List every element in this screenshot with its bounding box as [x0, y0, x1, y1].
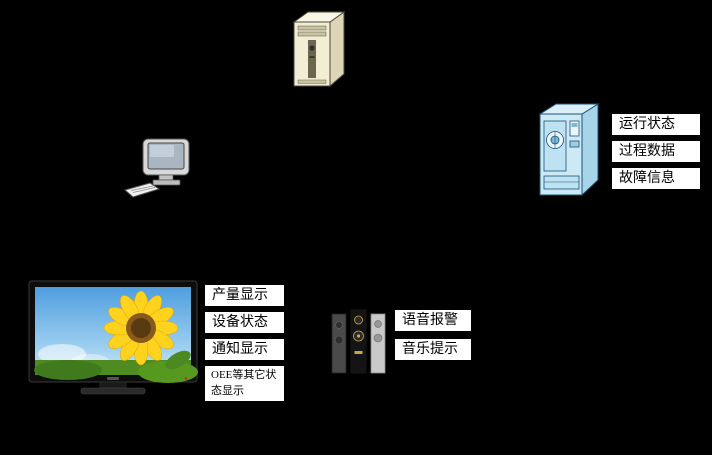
label-text: 音乐提示	[402, 342, 458, 357]
label-text: 产量显示	[212, 288, 268, 303]
label-running-status: 运行状态	[611, 113, 701, 136]
label-text: 故障信息	[619, 171, 675, 186]
label-voice-alarm: 语音报警	[394, 309, 472, 332]
label-oee-other-status: OEE等其它状态显示	[204, 365, 285, 402]
label-process-data: 过程数据	[611, 140, 701, 163]
label-text: 过程数据	[619, 144, 675, 159]
label-text: 语音报警	[402, 313, 458, 328]
label-equipment-status: 设备状态	[204, 311, 285, 334]
tv-display-icon	[28, 280, 198, 398]
server-tower-icon	[288, 8, 348, 88]
industrial-machine-icon	[532, 102, 602, 198]
label-notification-display: 通知显示	[204, 338, 285, 361]
desktop-computer-icon	[123, 137, 195, 199]
speakers-icon	[330, 307, 388, 377]
label-text: 设备状态	[212, 315, 268, 330]
label-text: 运行状态	[619, 117, 675, 132]
label-production-display: 产量显示	[204, 284, 285, 307]
label-music-prompt: 音乐提示	[394, 338, 472, 361]
label-fault-info: 故障信息	[611, 167, 701, 190]
label-text: OEE等其它状态显示	[211, 369, 277, 397]
label-text: 通知显示	[212, 342, 268, 357]
